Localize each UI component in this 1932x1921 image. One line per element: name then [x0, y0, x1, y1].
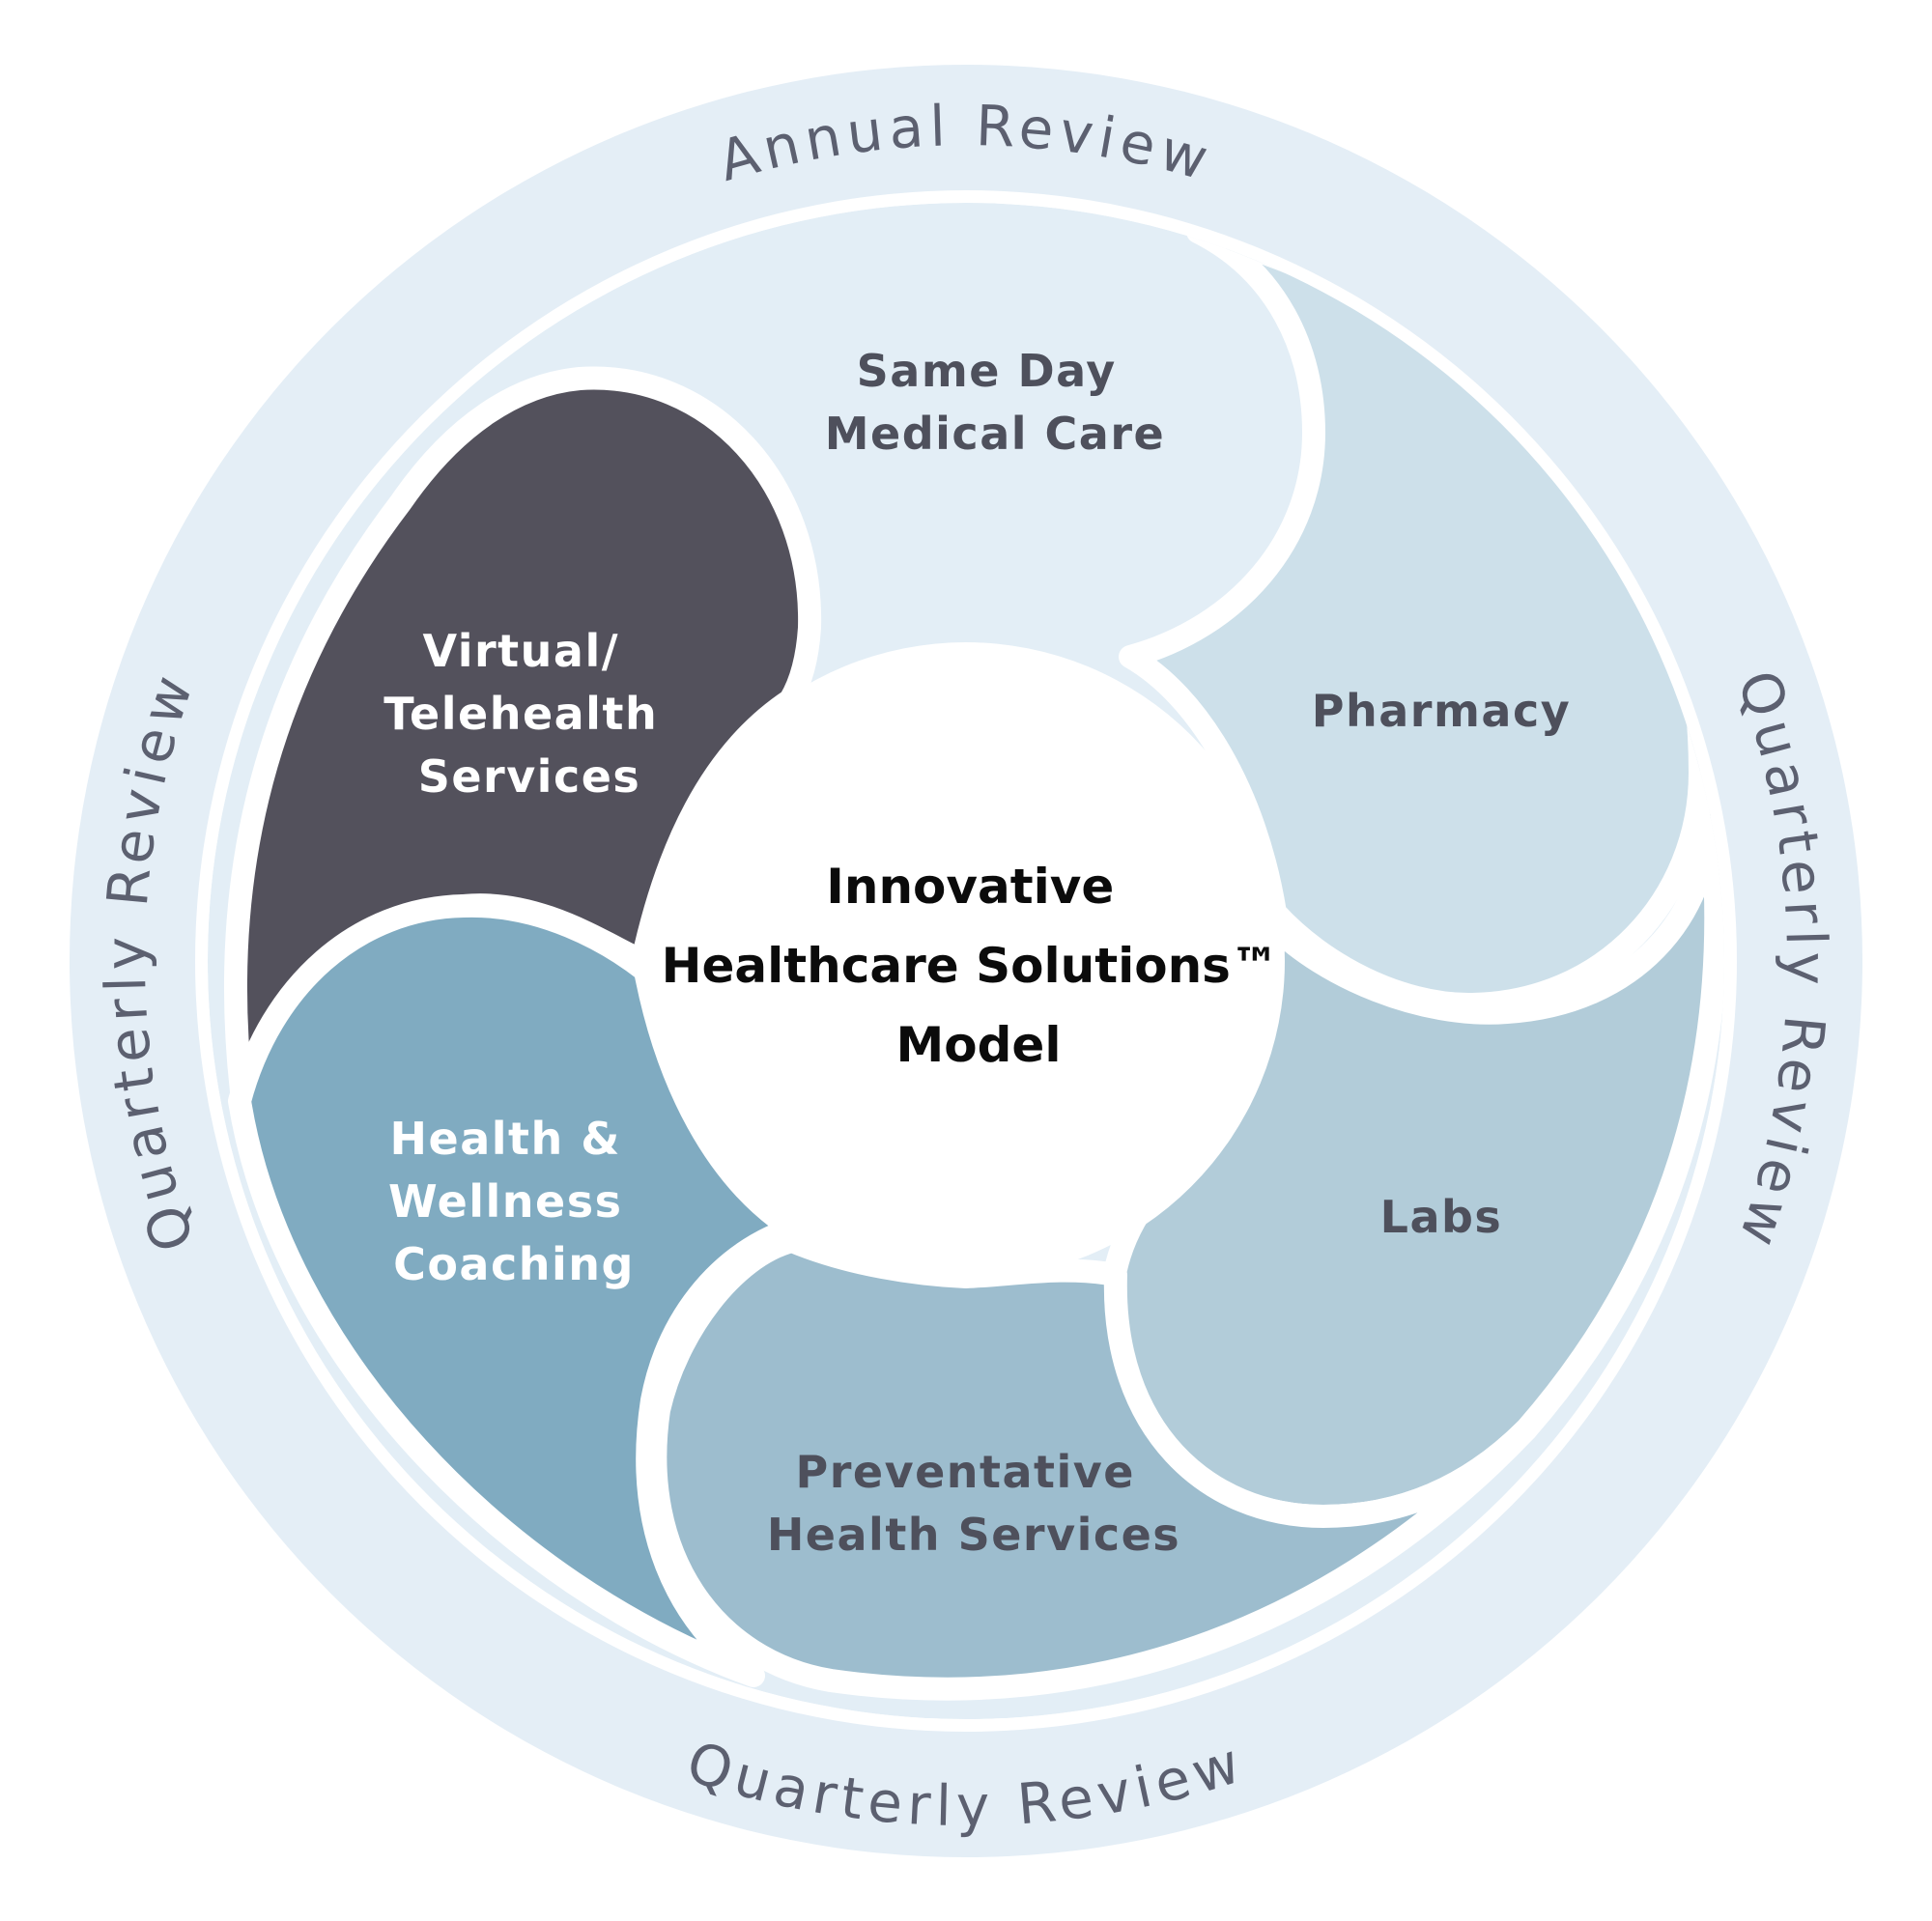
center-title: Innovative Healthcare Solutions™ Model	[662, 859, 1296, 1073]
health-wellness-label-line1: Health &	[390, 1113, 621, 1165]
health-wellness-label: Health & Wellness Coaching	[388, 1113, 639, 1290]
center-title-line1: Innovative	[826, 859, 1114, 915]
labs-label-line1: Labs	[1380, 1191, 1503, 1243]
segment-preventative	[643, 1229, 1538, 1701]
pharmacy-label: Pharmacy	[1312, 685, 1571, 737]
virtual-label-line2: Telehealth	[384, 688, 658, 740]
health-wellness-label-line2: Wellness	[388, 1175, 623, 1228]
center-title-line3: Model	[896, 1017, 1062, 1073]
virtual-label: Virtual/ Telehealth Services	[384, 625, 674, 803]
health-wellness-label-line3: Coaching	[393, 1238, 635, 1290]
same-day-label: Same Day Medical Care	[825, 345, 1165, 460]
same-day-label-line2: Medical Care	[825, 408, 1165, 460]
same-day-label-line1: Same Day	[857, 345, 1117, 397]
center-title-line2: Healthcare Solutions™	[662, 938, 1279, 994]
preventative-label-line1: Preventative	[795, 1446, 1135, 1498]
labs-label: Labs	[1380, 1191, 1503, 1243]
virtual-label-line3: Services	[418, 750, 641, 803]
preventative-label-line2: Health Services	[767, 1509, 1180, 1561]
segment-health-wellness	[228, 893, 804, 1687]
virtual-label-line1: Virtual/	[422, 625, 619, 677]
preventative-label: Preventative Health Services	[767, 1446, 1180, 1561]
pharmacy-label-line1: Pharmacy	[1312, 685, 1571, 737]
center-disc	[647, 642, 1285, 1280]
